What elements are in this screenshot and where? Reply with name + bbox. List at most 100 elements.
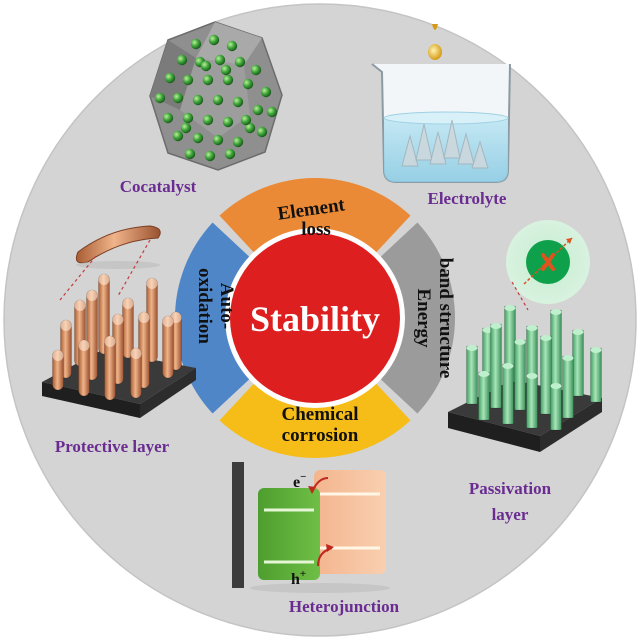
cocatalyst-particle	[224, 148, 236, 160]
copper-nanorod-top	[52, 350, 64, 361]
cocatalyst-particle	[226, 40, 238, 52]
electrode-nanosheets	[401, 119, 489, 169]
nanosheet	[457, 132, 475, 165]
cocatalyst-particle	[192, 94, 204, 106]
zoom-nanorod-shadow	[76, 261, 160, 269]
cocatalyst-particle	[204, 150, 216, 162]
cocatalyst-particle	[232, 96, 244, 108]
cocatalyst-particle	[260, 86, 272, 98]
copper-nanorod-top	[162, 316, 174, 327]
cocatalyst-particle	[154, 92, 166, 104]
electrode-plate	[232, 462, 244, 588]
nanosheet	[429, 131, 447, 165]
protective-layer-illustration	[42, 225, 196, 418]
cocatalyst-particle	[192, 132, 204, 144]
electrolyte-illustration	[371, 24, 511, 183]
green-nanorod	[502, 363, 514, 425]
copper-nanorod-top	[122, 298, 134, 309]
cocatalyst-particle	[240, 114, 252, 126]
nanosheet	[401, 134, 419, 167]
green-nanorod	[590, 347, 602, 403]
copper-nanorod-top	[138, 312, 150, 323]
heterojunction-illustration	[232, 462, 390, 593]
copper-nanorod-top	[74, 300, 86, 311]
passivated-nanorods	[466, 305, 602, 431]
label-cocatalyst: Cocatalyst	[120, 177, 197, 196]
cocatalyst-particle	[200, 60, 212, 72]
label-passivation: Passivation	[469, 479, 552, 498]
cocatalyst-particle	[250, 64, 262, 76]
green-nanorod-top	[526, 325, 538, 331]
cocatalyst-particle	[202, 114, 214, 126]
green-nanorod-top	[550, 383, 562, 389]
green-nanorod	[514, 339, 526, 411]
segment-element-loss	[219, 178, 411, 254]
green-nanorod	[478, 371, 490, 421]
segment-label-chemical: Chemical	[281, 404, 358, 425]
cocatalyst-particle	[172, 92, 184, 104]
arrow-indicator	[523, 237, 573, 285]
green-nanorod-top	[466, 345, 478, 351]
cocatalyst-particle	[242, 78, 254, 90]
green-nanorod-top	[502, 363, 514, 369]
label-electrolyte: Electrolyte	[428, 189, 507, 208]
green-nanorod	[562, 355, 574, 419]
nanosheet	[415, 123, 433, 161]
segment-label-energy: Energy	[413, 288, 434, 348]
cocatalyst-particle	[184, 148, 196, 160]
green-nanorod	[540, 335, 552, 415]
cocatalyst-particle	[202, 74, 214, 86]
solution-surface	[383, 111, 509, 125]
segment-chemical-corrosion	[219, 382, 411, 458]
label-heterojunction: Heterojunction	[289, 597, 400, 616]
segment-label-band-structure: band structure	[435, 258, 456, 379]
cocatalyst-particle	[172, 130, 184, 142]
cocatalyst-particle	[220, 64, 232, 76]
cocatalyst-particle	[212, 134, 224, 146]
cocatalyst-particle	[182, 74, 194, 86]
droplet	[432, 24, 438, 30]
segment-energy-band-structure	[379, 222, 456, 414]
green-nanorod	[550, 309, 562, 391]
green-nanorod	[526, 373, 538, 429]
green-nanorod-top	[540, 335, 552, 341]
green-nanorod-top	[550, 309, 562, 315]
green-nanorod-top	[504, 305, 516, 311]
cocatalyst-particle	[212, 94, 224, 106]
cocatalyst-particle	[232, 136, 244, 148]
cocatalyst-particle	[164, 72, 176, 84]
arrow-head	[326, 544, 334, 552]
zoom-guide-line	[511, 281, 529, 311]
segment-label-oxidation: oxidation	[194, 268, 215, 344]
electron-label: e−	[293, 471, 306, 491]
copper-nanorod-top	[98, 274, 110, 285]
heterojunction-shadow	[250, 583, 390, 593]
cocatalyst-particle	[162, 112, 174, 124]
substrate	[42, 382, 140, 418]
hole-label: h+	[291, 568, 306, 588]
semiconductor-green	[258, 488, 320, 580]
semiconductor-peach	[314, 470, 386, 574]
nanosheet	[443, 119, 461, 159]
center-title: Stability	[250, 299, 380, 339]
stability-core	[230, 233, 400, 403]
substrate	[540, 398, 602, 452]
nanosheet	[471, 140, 489, 169]
cocatalyst-particle	[208, 34, 220, 46]
substrate	[448, 412, 540, 452]
stability-ring	[175, 178, 456, 458]
cocatalyst-illustration	[149, 21, 283, 171]
cocatalyst-particle	[222, 74, 234, 86]
zoom-guide-line	[117, 239, 151, 297]
copper-nanorod-top	[104, 336, 116, 347]
cocatalyst-particle	[214, 54, 226, 66]
cocatalyst-particle	[222, 116, 234, 128]
green-nanorod-top	[490, 323, 502, 329]
green-nanorod	[490, 323, 502, 409]
cocatalyst-particle	[180, 122, 192, 134]
cocatalyst-particle	[176, 54, 188, 66]
green-nanorod-top	[478, 371, 490, 377]
segment-label-loss: loss	[301, 219, 331, 240]
copper-nanorod-top	[130, 348, 142, 359]
